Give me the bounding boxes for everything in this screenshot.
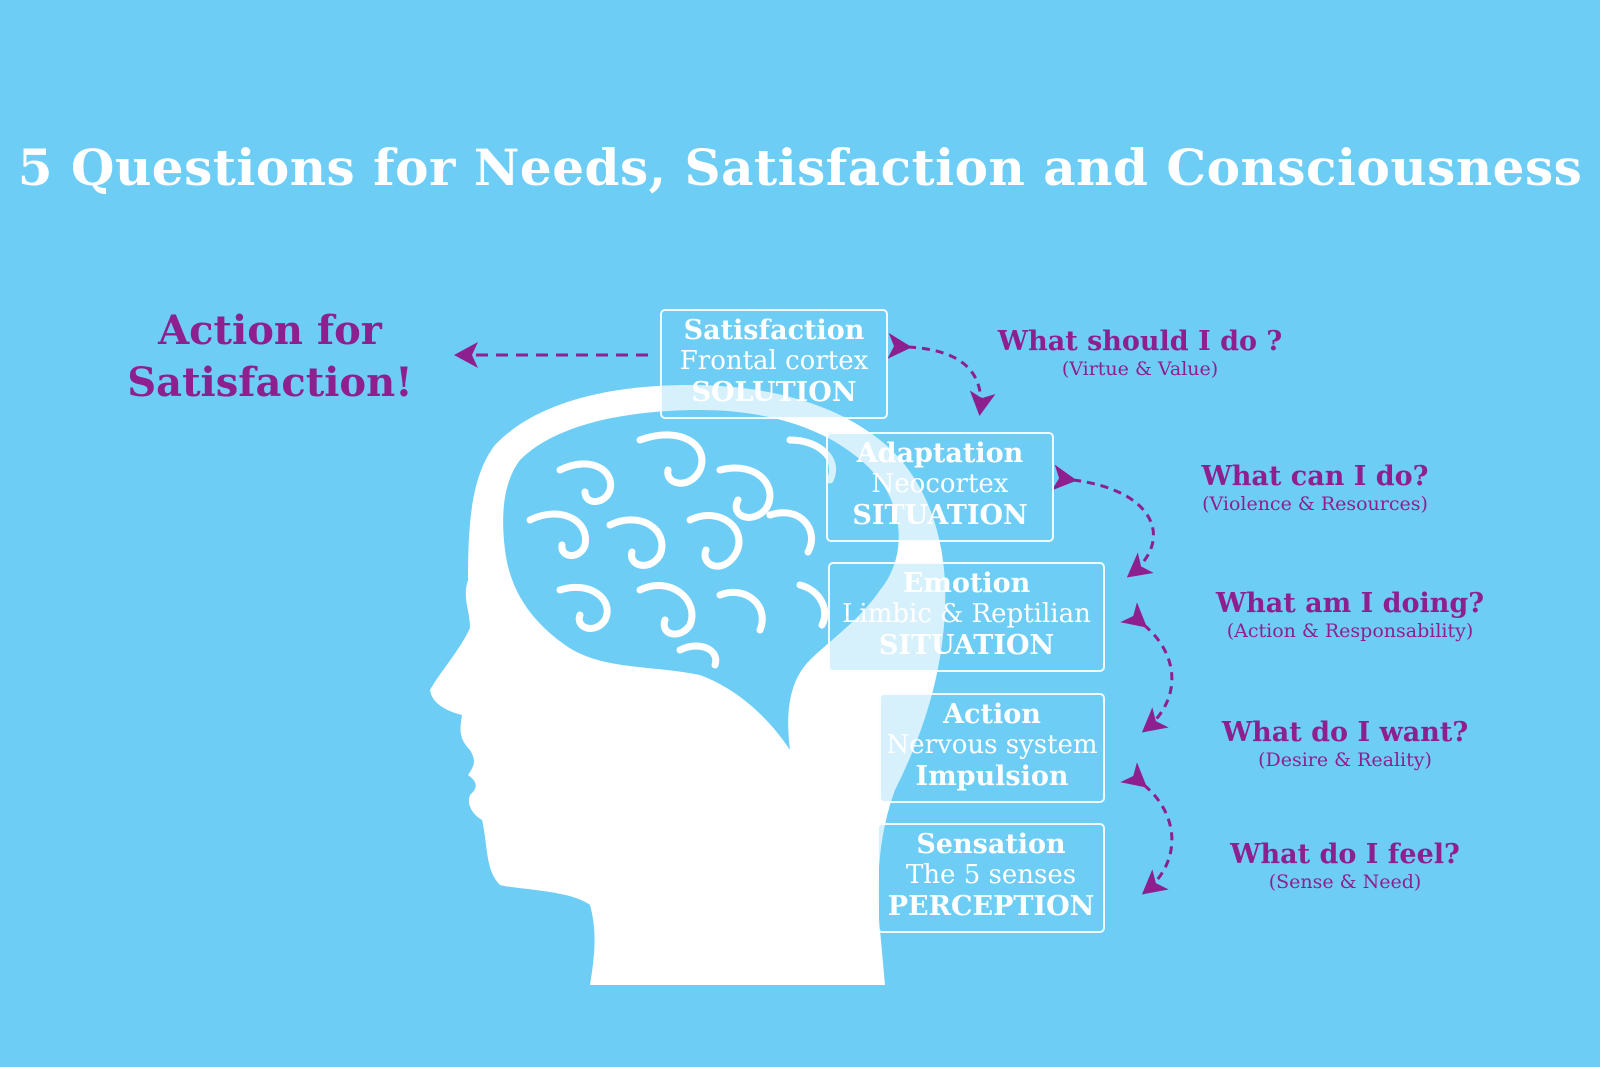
- arrow-emotion-action-icon: [1120, 602, 1174, 733]
- question-text: What do I want?: [1221, 717, 1469, 748]
- level-name: Satisfaction: [683, 315, 865, 346]
- level-box-adaptation: Adaptation Neocortex SITUATION: [826, 432, 1054, 542]
- question-feel: What do I feel? (Sense & Need): [1215, 840, 1475, 894]
- action-line-2: Satisfaction!: [127, 359, 413, 406]
- page-title: 5 Questions for Needs, Satisfaction and …: [17, 138, 1583, 197]
- level-mode: SITUATION: [878, 630, 1055, 661]
- level-region: Neocortex: [871, 469, 1009, 499]
- question-should: What should I do ? (Virtue & Value): [990, 327, 1290, 381]
- level-region: Nervous system: [886, 730, 1098, 760]
- question-values: (Action & Responsability): [1226, 620, 1474, 642]
- arrow-adaptation-emotion-icon: [1051, 464, 1155, 578]
- question-can: What can I do? (Violence & Resources): [1170, 462, 1460, 516]
- level-box-emotion: Emotion Limbic & Reptilian SITUATION: [828, 562, 1105, 672]
- arrow-action-sensation-icon: [1120, 762, 1174, 895]
- level-box-action: Action Nervous system Impulsion: [879, 693, 1105, 803]
- level-mode: PERCEPTION: [887, 891, 1095, 922]
- action-line-1: Action for: [158, 307, 382, 354]
- level-mode: Impulsion: [915, 761, 1069, 792]
- question-values: (Sense & Need): [1268, 871, 1422, 893]
- question-doing: What am I doing? (Action & Responsabilit…: [1200, 589, 1500, 643]
- question-values: (Desire & Reality): [1258, 749, 1432, 771]
- level-box-sensation: Sensation The 5 senses PERCEPTION: [877, 823, 1105, 933]
- head-silhouette-icon: [430, 385, 946, 985]
- action-for-satisfaction-label: Action for Satisfaction!: [110, 305, 430, 409]
- question-values: (Virtue & Value): [1061, 358, 1219, 380]
- level-mode: SITUATION: [852, 500, 1028, 531]
- level-region: The 5 senses: [905, 860, 1077, 890]
- arrow-satisfaction-adaptation-icon: [887, 332, 996, 416]
- question-text: What do I feel?: [1230, 839, 1460, 870]
- question-want: What do I want? (Desire & Reality): [1200, 718, 1490, 772]
- level-name: Emotion: [902, 568, 1031, 599]
- level-name: Adaptation: [856, 438, 1024, 469]
- level-name: Sensation: [916, 829, 1066, 860]
- level-region: Frontal cortex: [679, 346, 869, 376]
- level-box-satisfaction: Satisfaction Frontal cortex SOLUTION: [660, 309, 888, 419]
- level-region: Limbic & Reptilian: [842, 599, 1091, 629]
- question-text: What should I do ?: [997, 326, 1283, 357]
- question-text: What can I do?: [1201, 461, 1429, 492]
- question-text: What am I doing?: [1215, 588, 1485, 619]
- level-name: Action: [943, 699, 1041, 730]
- question-values: (Violence & Resources): [1202, 493, 1428, 515]
- level-mode: SOLUTION: [691, 377, 857, 408]
